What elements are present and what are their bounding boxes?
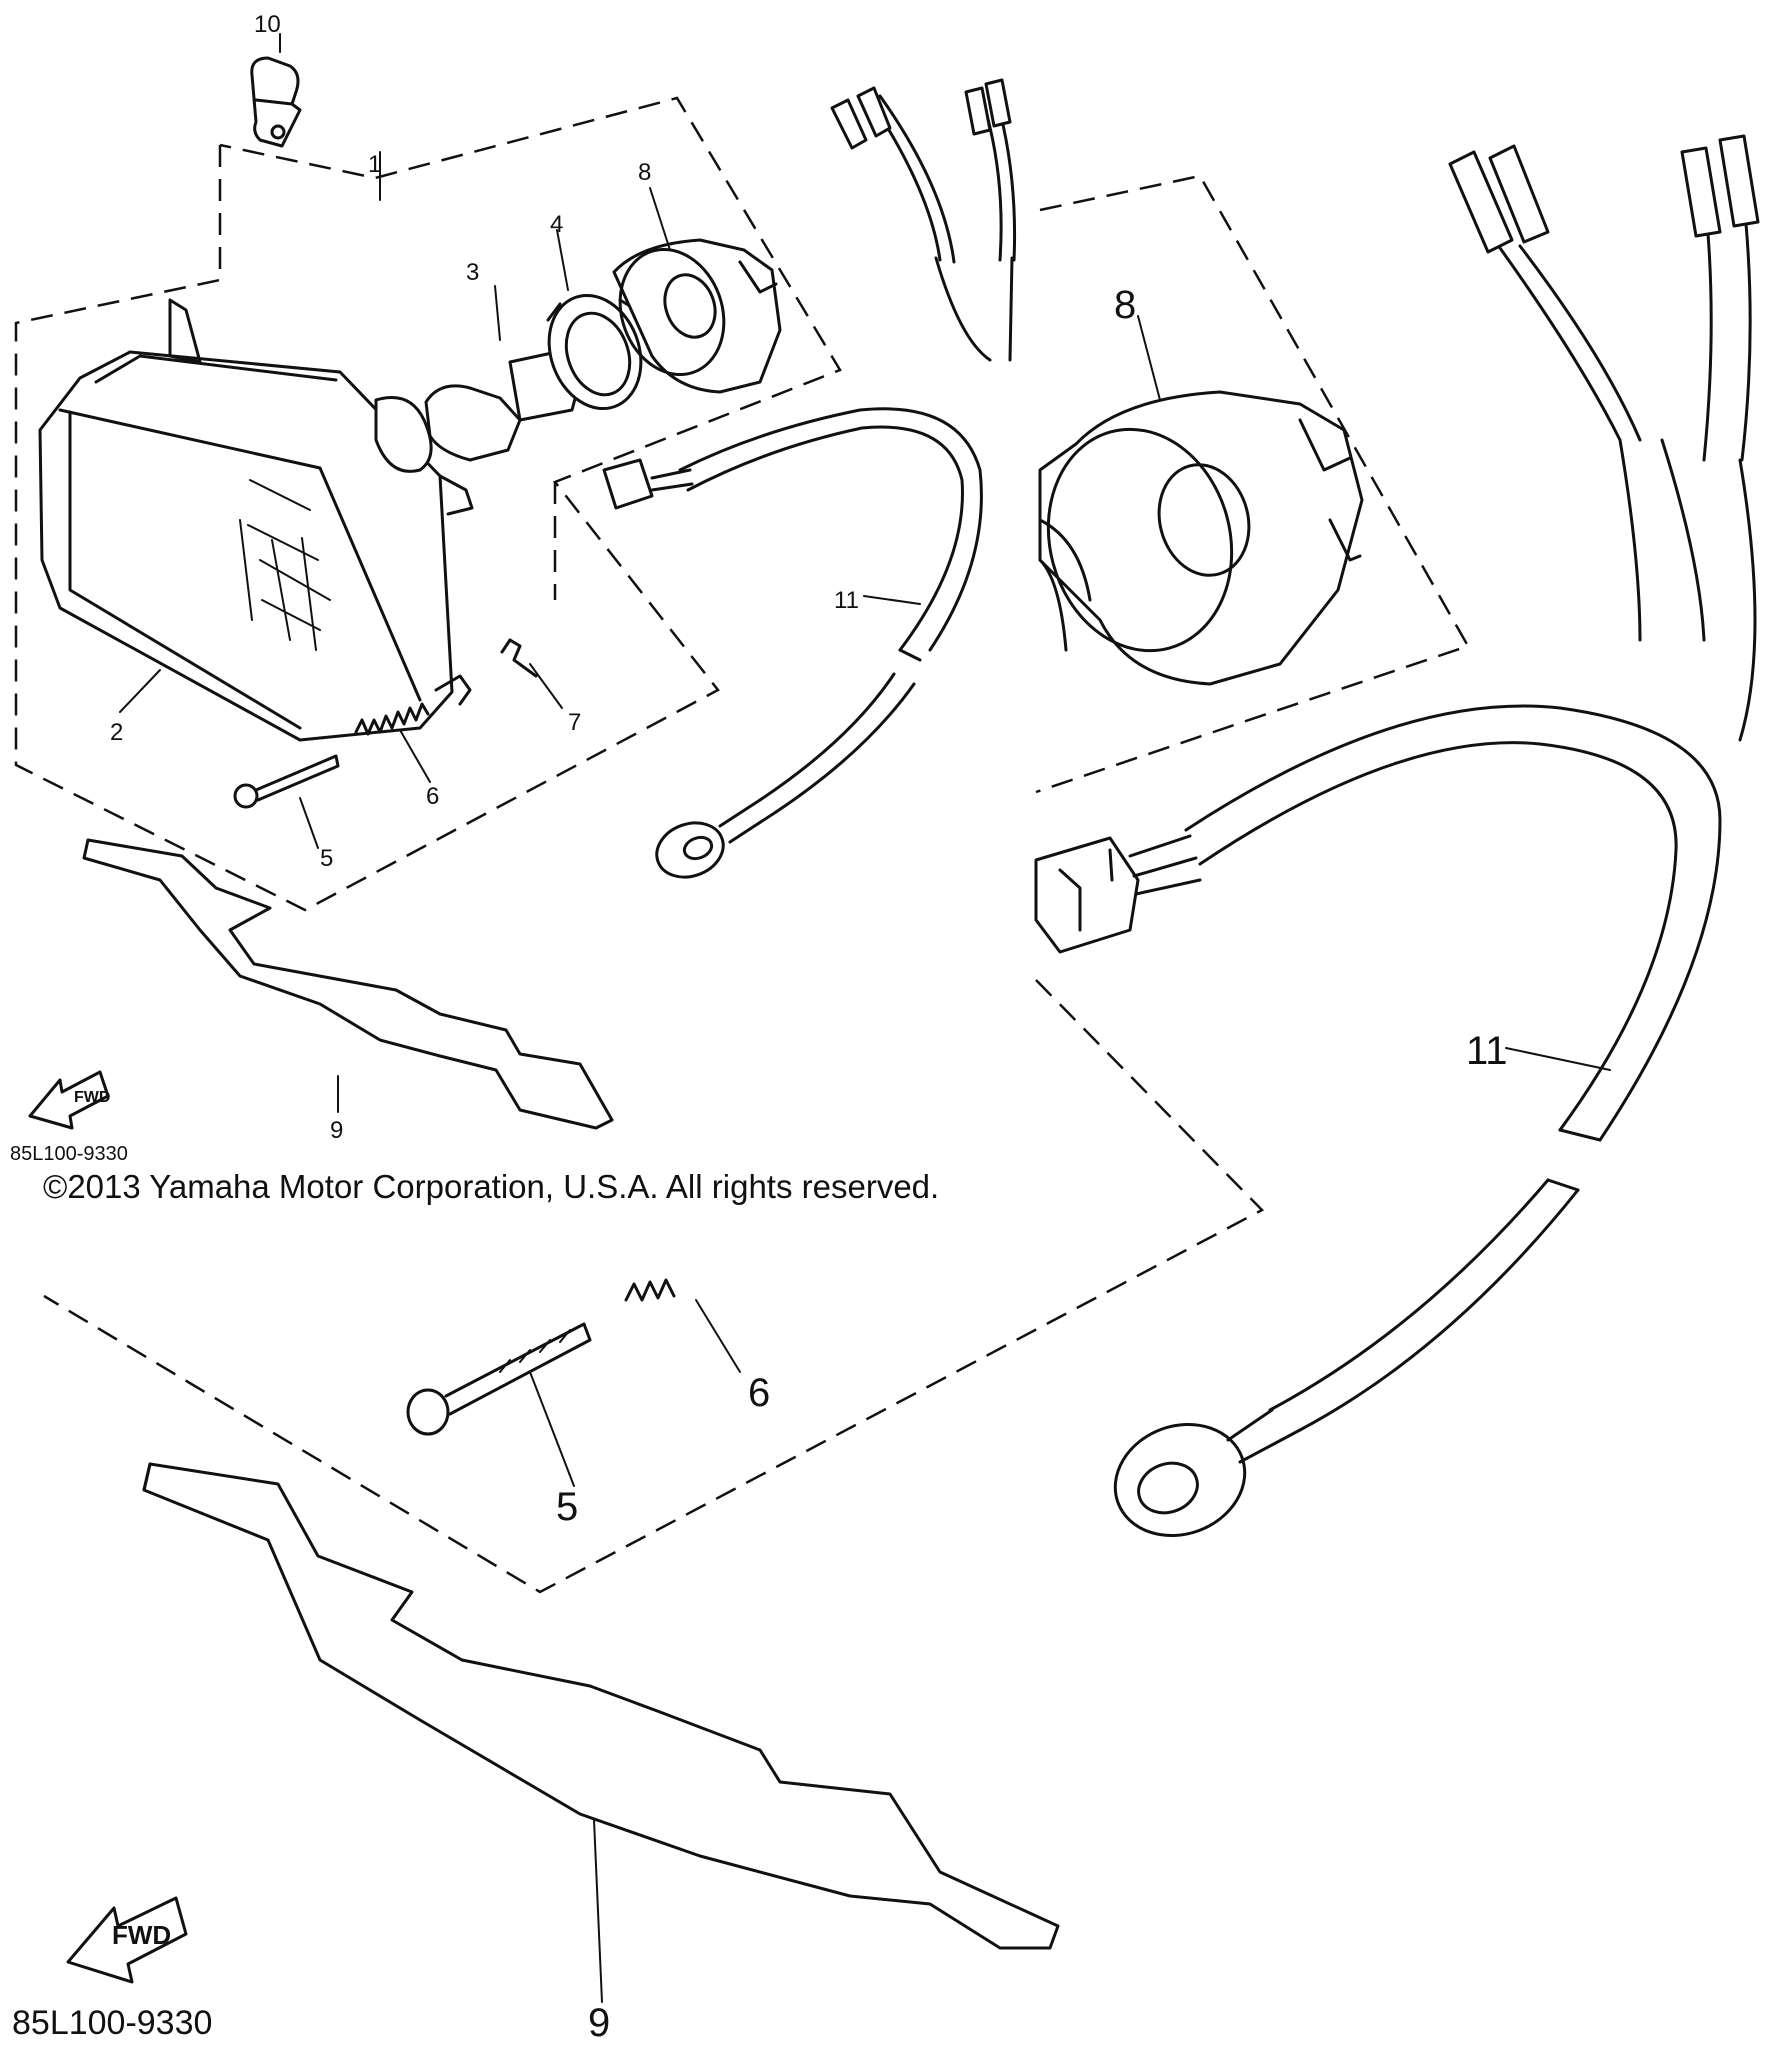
copyright-notice: ©2013 Yamaha Motor Corporation, U.S.A. A… — [43, 1168, 940, 1205]
callout-10-small: 10 — [254, 11, 281, 38]
callouts-small: 10 1 3 4 8 2 5 6 7 9 11 — [110, 11, 859, 1144]
wire-harness-part-11-zoom — [1034, 134, 1760, 1538]
rubber-cover-part-8-zoom — [1038, 390, 1364, 686]
clip-part-10 — [250, 56, 302, 148]
callout-4-small: 4 — [550, 211, 563, 238]
callout-9-zoom: 9 — [588, 2001, 610, 2045]
headlight-unit-part-2 — [38, 298, 474, 742]
callout-11-zoom: 11 — [1466, 1029, 1508, 1073]
spring-part-6 — [354, 702, 430, 736]
bracket-strip-part-9 — [82, 838, 614, 1130]
callout-1-small: 1 — [368, 151, 381, 178]
screw-part-5-zoom — [406, 1322, 592, 1436]
zoomed-diagram: FWD 8 11 6 5 9 85L100-9330 — [12, 134, 1760, 2045]
callouts-zoom: 8 11 6 5 9 — [556, 283, 1508, 2045]
fwd-arrow-small: FWD — [28, 1070, 110, 1130]
callout-3-small: 3 — [466, 259, 479, 286]
zoom-boundary-dashed — [43, 174, 1470, 1594]
callout-5-small: 5 — [320, 845, 333, 872]
wire-harness-part-11 — [602, 78, 1017, 879]
callout-6-zoom: 6 — [748, 1371, 770, 1415]
part-code-zoom: 85L100-9330 — [12, 2004, 212, 2042]
callout-6-small: 6 — [426, 783, 439, 810]
part-code-small: 85L100-9330 — [10, 1143, 128, 1165]
fwd-arrow-zoom: FWD — [66, 1896, 188, 1984]
callout-leaders-small — [119, 33, 921, 1113]
callout-9-small: 9 — [330, 1117, 343, 1144]
screw-part-5 — [233, 754, 340, 809]
callout-8-zoom: 8 — [1114, 283, 1136, 327]
callout-leaders-zoom — [529, 315, 1611, 2003]
callout-11-small: 11 — [834, 587, 859, 614]
assembly-boundary-dashed — [14, 96, 842, 912]
pin-part-7 — [500, 638, 538, 678]
rubber-cover-part-8 — [612, 238, 782, 394]
callout-5-zoom: 5 — [556, 1485, 578, 1529]
callout-2-small: 2 — [110, 719, 123, 746]
bracket-strip-part-9-zoom — [142, 1462, 1060, 1950]
fwd-label-zoom: FWD — [112, 1920, 171, 1950]
spring-part-6-zoom — [624, 1278, 676, 1302]
fwd-label-small: FWD — [74, 1089, 110, 1106]
callout-7-small: 7 — [568, 709, 581, 736]
callout-8-small: 8 — [638, 159, 651, 186]
overview-diagram: FWD 10 1 3 4 8 2 5 6 7 9 11 85L100-9330 — [10, 11, 1017, 1165]
bulb-holder-part-4 — [546, 293, 643, 411]
